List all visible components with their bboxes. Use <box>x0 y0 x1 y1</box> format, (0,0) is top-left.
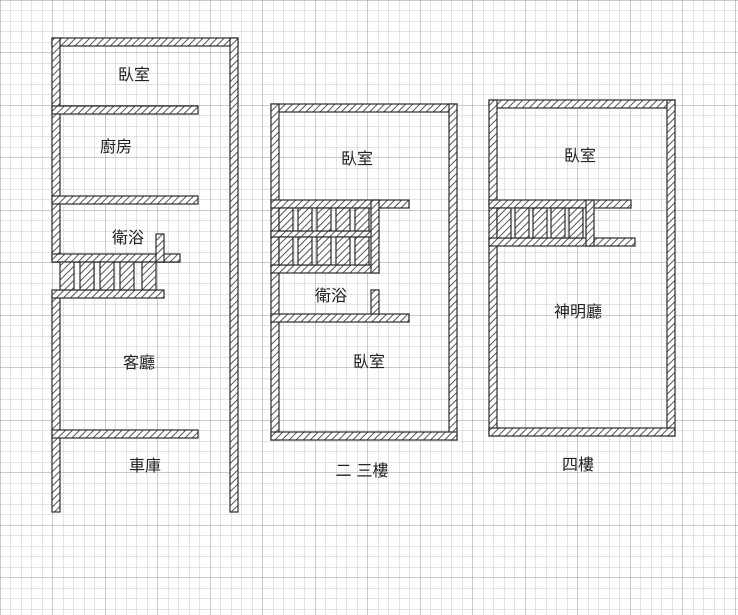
stair-step <box>297 236 313 266</box>
wall-b1-partition-1 <box>51 105 199 115</box>
wall-b2-bottom <box>270 431 458 441</box>
stair-step <box>278 207 294 232</box>
stair-step <box>79 261 95 291</box>
stair-step <box>354 207 370 232</box>
stair-step <box>532 207 548 239</box>
floor-plan-building-1 <box>51 37 239 513</box>
floor-plan-building-3 <box>488 99 676 437</box>
wall-b1-stair-bottom <box>51 289 165 299</box>
stair-step <box>568 207 584 239</box>
wall-b2-stair-right <box>370 199 380 274</box>
label-b1-bedroom: 臥室 <box>118 65 150 84</box>
label-b3-bedroom: 臥室 <box>564 146 596 165</box>
wall-b2-right <box>448 103 458 441</box>
stair-step <box>297 207 313 232</box>
room-labels-building-1: 臥室 廚房 衛浴 客廳 車庫 <box>100 65 161 475</box>
label-b3-floor: 四樓 <box>562 455 594 474</box>
wall-b3-top <box>488 99 676 109</box>
wall-b3-stair-right <box>585 199 595 247</box>
wall-b1-left-upper <box>51 37 61 263</box>
wall-b1-stair-top <box>51 253 181 263</box>
wall-b1-top <box>51 37 239 47</box>
wall-b3-left <box>488 99 498 437</box>
wall-b1-right <box>229 37 239 513</box>
wall-b2-stair-mid <box>270 230 380 238</box>
wall-b3-stair-bottom <box>488 237 636 247</box>
floor-plan-building-2 <box>270 103 458 441</box>
wall-b3-right <box>666 99 676 437</box>
stair-step <box>335 236 351 266</box>
wall-b2-top <box>270 103 458 113</box>
stair-step <box>141 261 157 291</box>
stair-step <box>354 236 370 266</box>
wall-b2-partition <box>270 313 410 323</box>
room-labels-building-3: 臥室 神明廳 四樓 <box>554 146 602 474</box>
wall-b1-left-lower <box>51 295 61 513</box>
label-b1-living-room: 客廳 <box>123 353 155 372</box>
wall-b2-stair-top <box>270 199 410 209</box>
wall-b3-stair-top <box>488 199 632 209</box>
stair-step <box>550 207 566 239</box>
wall-b1-stair-post <box>155 233 165 263</box>
label-b1-bathroom: 衛浴 <box>112 228 144 247</box>
room-labels-building-2: 臥室 衛浴 臥室 二 三樓 <box>315 149 389 480</box>
label-b2-bedroom-upper: 臥室 <box>341 149 373 168</box>
stair-step <box>514 207 530 239</box>
stair-step <box>496 207 512 239</box>
stair-step <box>316 236 332 266</box>
wall-b3-bottom <box>488 427 676 437</box>
label-b2-bedroom-lower: 臥室 <box>353 352 385 371</box>
stair-step <box>99 261 115 291</box>
wall-b2-stair-bottom <box>270 264 380 274</box>
stair-step <box>59 261 75 291</box>
wall-b1-partition-2 <box>51 195 199 205</box>
label-b1-kitchen: 廚房 <box>100 137 132 156</box>
wall-b1-partition-3 <box>51 429 199 439</box>
label-b1-garage: 車庫 <box>129 456 161 475</box>
label-b2-floor: 二 三樓 <box>335 461 388 480</box>
stair-step <box>335 207 351 232</box>
stair-step <box>119 261 135 291</box>
label-b2-bathroom: 衛浴 <box>315 286 347 305</box>
stair-step <box>316 207 332 232</box>
stair-step <box>278 236 294 266</box>
label-b3-shrine-hall: 神明廳 <box>554 302 602 321</box>
